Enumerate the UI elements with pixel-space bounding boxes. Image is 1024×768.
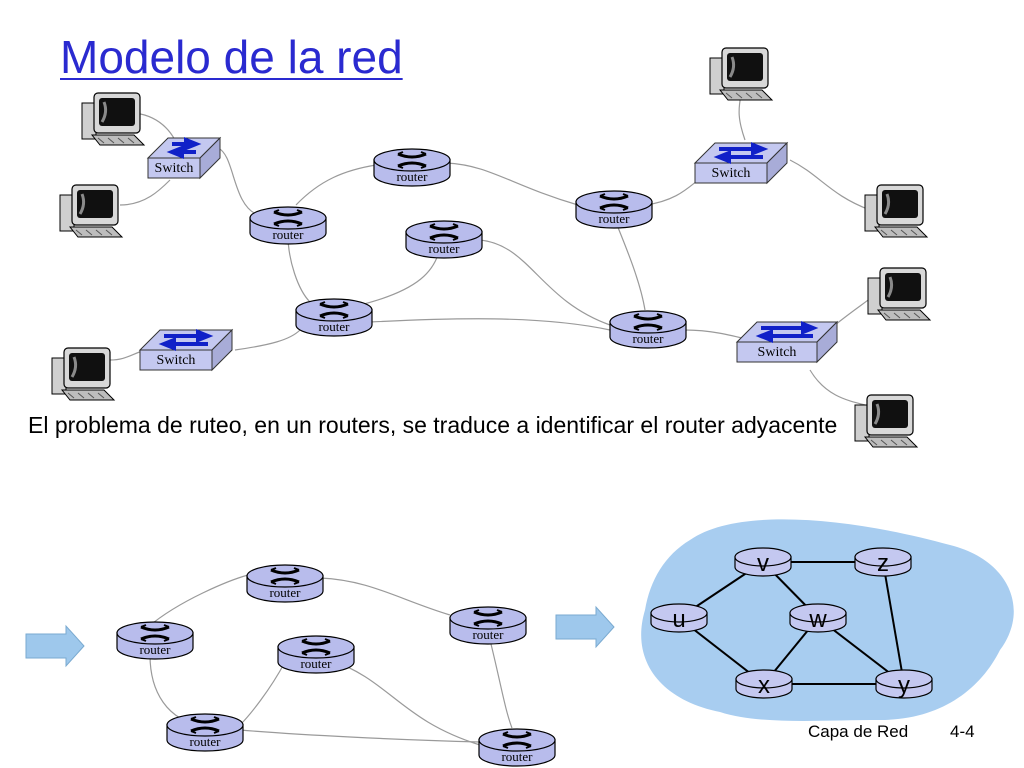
graph-node: y <box>875 669 933 699</box>
router-icon: router <box>116 621 194 660</box>
router-label: router <box>300 656 332 671</box>
graph-node-label: v <box>757 550 769 577</box>
network-link <box>319 577 451 616</box>
network-link <box>489 639 513 729</box>
network-link <box>147 574 249 628</box>
network-link <box>369 318 611 331</box>
network-link <box>239 729 481 743</box>
network-link <box>217 147 259 216</box>
network-link <box>479 239 611 326</box>
network-link <box>134 112 176 141</box>
router-label: router <box>396 169 428 184</box>
computer-icon <box>59 184 124 238</box>
graph-node-label: z <box>877 550 889 577</box>
network-link <box>614 219 646 311</box>
graph-node: x <box>735 669 793 699</box>
computer-icon <box>864 184 929 238</box>
network-link <box>149 654 181 719</box>
router-label: router <box>272 227 304 242</box>
slide-title: Modelo de la red <box>60 31 403 83</box>
graph-node: w <box>789 603 847 633</box>
router-label: router <box>318 319 350 334</box>
router-label: router <box>472 627 504 642</box>
network-link <box>329 659 481 746</box>
network-link <box>119 179 171 206</box>
graph-node-label: w <box>808 606 827 633</box>
router-icon: router <box>373 148 451 187</box>
router-label: router <box>632 331 664 346</box>
router-icon: router <box>449 606 527 645</box>
switch-icon: Switch <box>735 320 839 364</box>
computer-icon <box>81 92 146 146</box>
graph-abstraction: v z u w x y <box>641 519 1014 721</box>
router-icon: router <box>405 220 483 259</box>
router-label: router <box>598 211 630 226</box>
arrow-middle-icon <box>555 605 615 649</box>
network-link <box>239 661 286 726</box>
switch-icon: Switch <box>146 136 222 180</box>
router-icon: router <box>246 564 324 603</box>
computer-icon <box>867 267 932 321</box>
network-link <box>295 164 377 206</box>
router-label: router <box>269 585 301 600</box>
graph-node: v <box>734 547 792 577</box>
computer-icon <box>51 347 116 401</box>
network-link <box>287 234 311 303</box>
router-icon: router <box>609 310 687 349</box>
graph-edge <box>882 561 905 685</box>
computer-icon <box>709 47 774 101</box>
network-link <box>234 329 301 351</box>
router-icon: router <box>295 298 373 337</box>
router-icon: router <box>249 206 327 245</box>
graph-node: z <box>854 547 912 577</box>
footer-page-number: 4-4 <box>950 722 975 741</box>
router-icon: router <box>166 713 244 752</box>
network-link <box>445 162 579 206</box>
router-label: router <box>139 642 171 657</box>
caption-text: El problema de ruteo, en un routers, se … <box>28 412 838 438</box>
graph-node-label: y <box>898 672 910 699</box>
graph-node-label: u <box>672 606 685 633</box>
switch-icon: Switch <box>138 328 234 372</box>
graph-node: u <box>650 603 708 633</box>
arrow-left-icon <box>25 624 85 668</box>
router-icon: router <box>277 635 355 674</box>
network-link <box>738 94 746 141</box>
switch-label: Switch <box>155 161 194 176</box>
router-label: router <box>189 734 221 749</box>
network-link <box>789 159 871 211</box>
switch-label: Switch <box>157 353 196 368</box>
router-label: router <box>428 241 460 256</box>
router-label: router <box>501 749 533 764</box>
network-link <box>809 369 866 406</box>
router-icon: router <box>478 728 556 767</box>
graph-node-label: x <box>758 672 770 699</box>
computer-icon <box>854 394 919 448</box>
footer-section-label: Capa de Red <box>808 722 909 741</box>
switch-icon: Switch <box>693 141 789 185</box>
router-icon: router <box>575 190 653 229</box>
switch-label: Switch <box>758 345 797 360</box>
switch-label: Switch <box>712 166 751 181</box>
